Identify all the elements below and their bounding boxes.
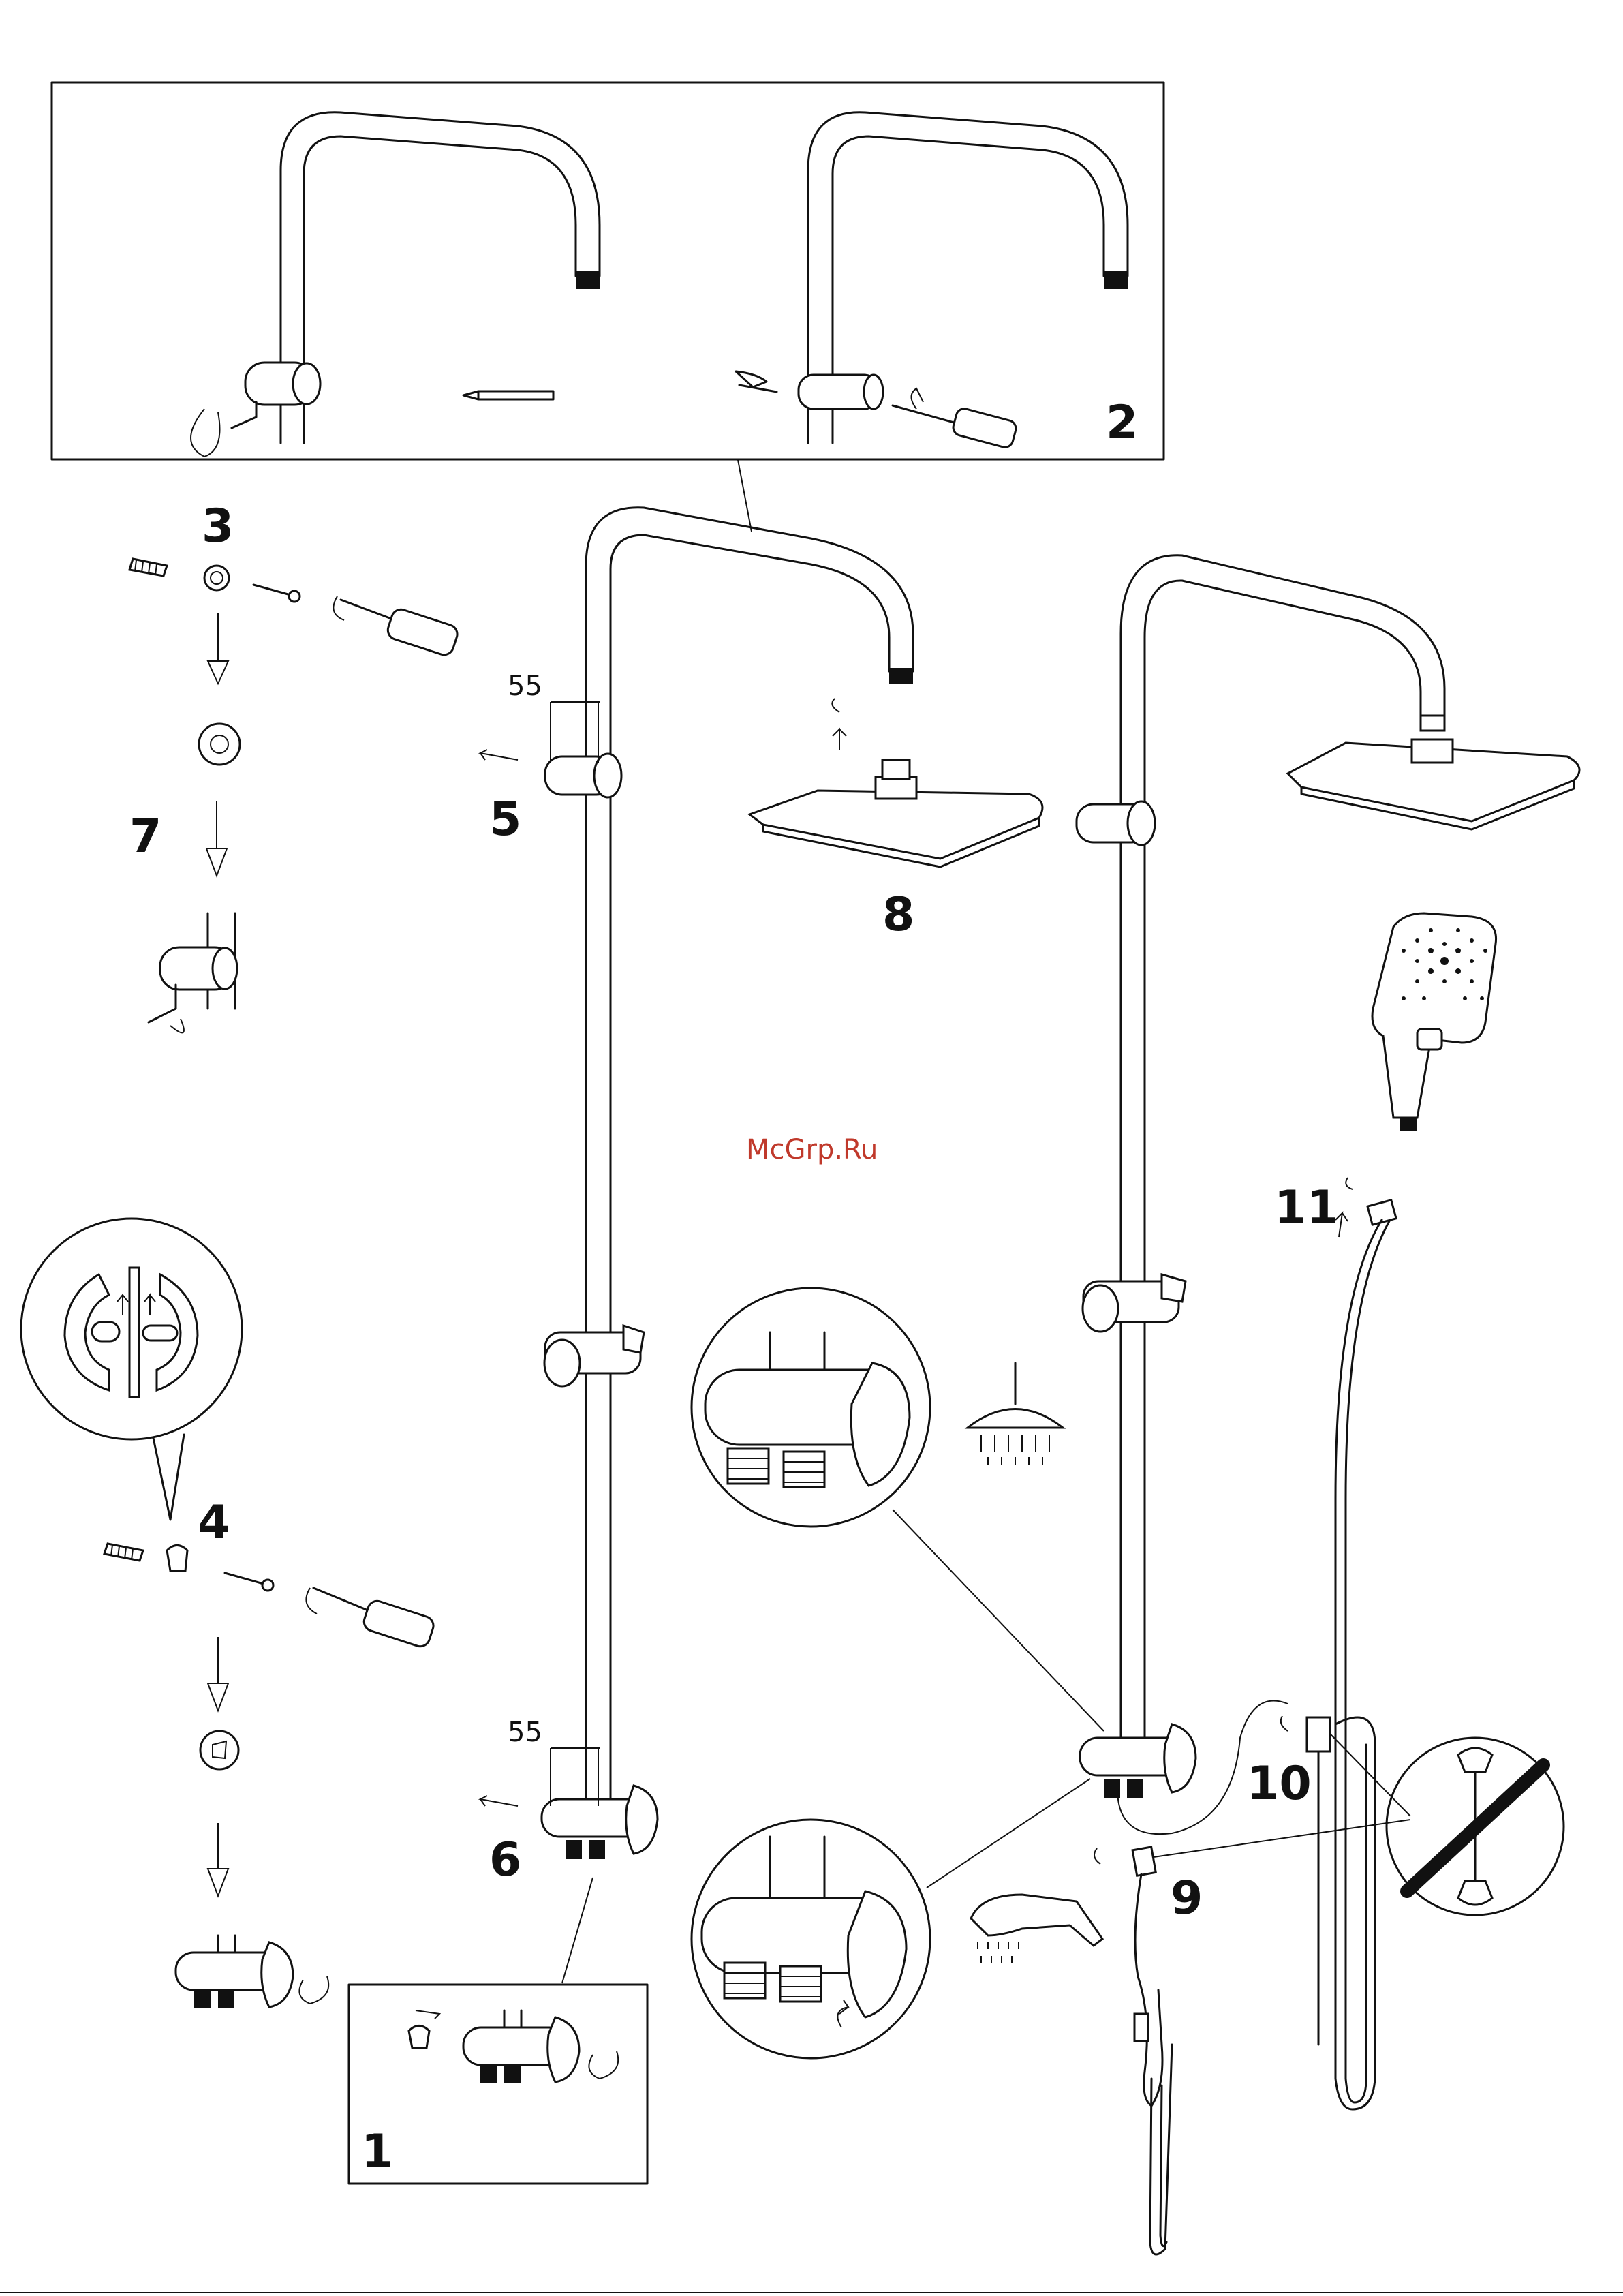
shower-arm-right [736, 112, 1128, 449]
step-8-label: 8 [882, 888, 914, 942]
clip-detail [65, 1268, 198, 1397]
diverter-valve-small [463, 2010, 618, 2083]
rain-shower-icon [968, 1363, 1063, 1465]
holder-on-rail [149, 913, 237, 1032]
arrow-down-icon [208, 613, 228, 684]
shower-hose-short [1134, 1874, 1172, 2254]
screw-icon [253, 585, 300, 602]
rain-shower-head [749, 760, 1042, 867]
arrow-down-icon [208, 1823, 228, 1896]
step-4-label: 4 [198, 1496, 230, 1550]
screwdriver-icon [893, 388, 1018, 449]
step-8-group: 8 [749, 699, 1042, 942]
step-10-label: 10 [1247, 1757, 1312, 1811]
hand-shower-icon [1372, 913, 1496, 1131]
step-3-label: 3 [202, 500, 234, 553]
shower-rail-middle: 55 5 55 6 [480, 508, 913, 1983]
dimension-upper: 55 [508, 671, 542, 702]
step-4-group: 4 [21, 1219, 436, 2008]
wall-plug-icon [104, 1544, 143, 1561]
watermark: McGrp.Ru [746, 1134, 878, 1165]
shower-arm-left [191, 112, 600, 457]
hand-shower-slider [544, 1326, 644, 1386]
step-9-group: 9 [1094, 1820, 1410, 2254]
wall-plug-icon [129, 559, 167, 576]
arrow-left-icon [480, 1796, 518, 1806]
hand-spray-icon [971, 1895, 1102, 1963]
step-7-label: 7 [129, 810, 161, 863]
screwdriver-icon [333, 596, 459, 657]
diverter-valve-left [176, 1935, 328, 2008]
arrow-left-icon [463, 391, 553, 399]
wrench-prohibited-icon [1387, 1738, 1564, 1915]
rotate-arrow-icon [1281, 1716, 1288, 1731]
diverter-valve-right [1080, 1724, 1196, 1798]
arrow-left-icon [480, 750, 518, 760]
step-5-label: 5 [489, 793, 521, 846]
diverter-valve-middle [542, 1786, 658, 1859]
step-11-label: 11 [1274, 1181, 1339, 1235]
step-9-label: 9 [1171, 1871, 1203, 1925]
rotate-arrow-icon [1346, 1178, 1352, 1189]
step-10-group: 10 [1247, 1716, 1410, 2045]
step-2-panel: 2 [52, 82, 1164, 459]
shower-rail-right [1077, 555, 1579, 1798]
step-2-label: 2 [1106, 396, 1138, 450]
diverter-detail-upper [692, 1288, 1104, 1731]
arrow-down-icon [208, 1637, 228, 1711]
rotate-arrow-icon [1094, 1848, 1100, 1864]
hand-shower-slider [1083, 1274, 1186, 1332]
step-3-group: 3 7 [129, 500, 460, 1032]
rotate-arrow-icon [837, 2000, 848, 2027]
screw-icon [225, 1573, 273, 1591]
rain-shower-head [1288, 739, 1579, 829]
rotate-arrow-icon [832, 699, 839, 712]
step-6-label: 6 [489, 1833, 521, 1887]
dimension-lower: 55 [508, 1717, 542, 1748]
step-1-panel: 1 [349, 1985, 647, 2184]
screwdriver-icon [306, 1588, 435, 1649]
shower-hose-long [1335, 1200, 1396, 2109]
arrow-down-icon [206, 801, 227, 876]
step-1-label: 1 [361, 2125, 393, 2179]
